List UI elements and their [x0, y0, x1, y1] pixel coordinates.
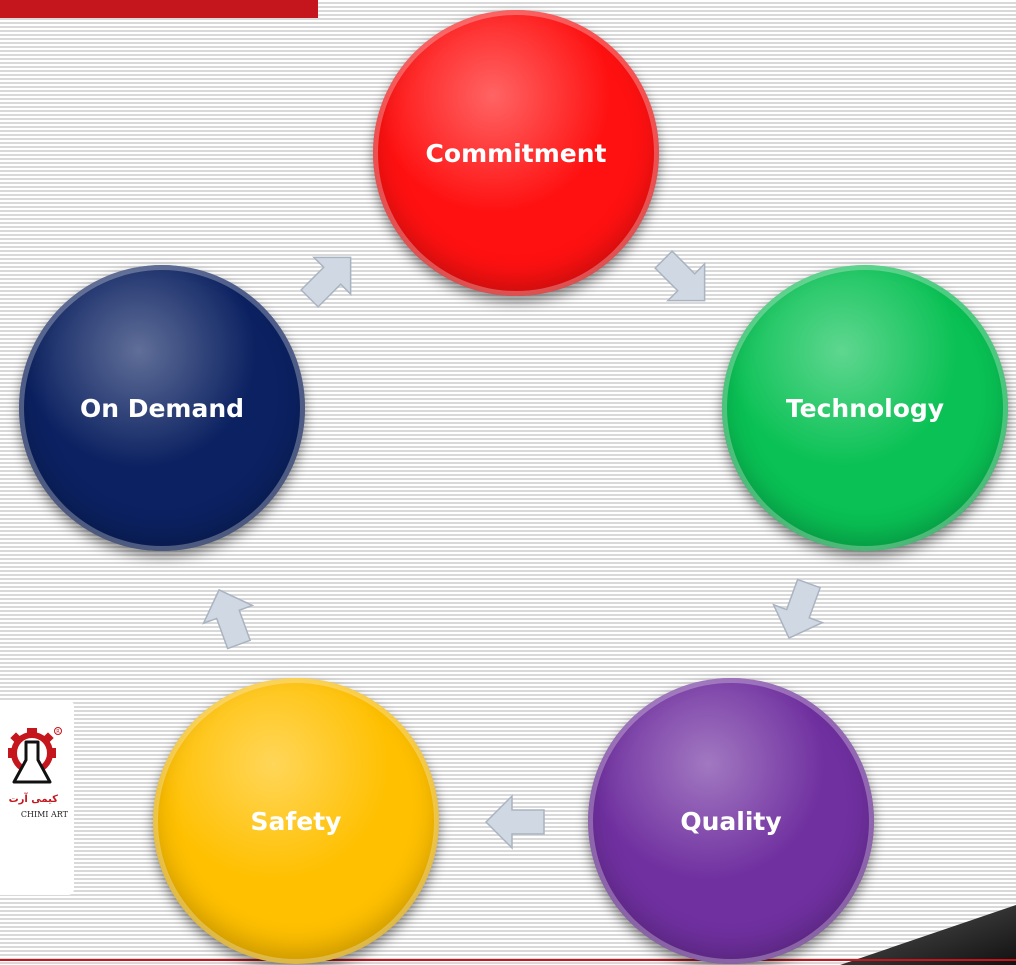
arrow-shape [202, 588, 255, 650]
arrow-quality-to-safety [484, 794, 545, 850]
company-logo: R کیمی آرت CHIMI ART [0, 700, 74, 895]
node-technology: Technology [722, 265, 1008, 551]
top-accent-bar [0, 0, 318, 18]
arrow-shape [484, 794, 545, 850]
bottom-accent-line [0, 959, 1016, 961]
arrow-shape [300, 256, 352, 308]
node-quality-label: Quality [680, 806, 782, 836]
node-ondemand-label: On Demand [79, 393, 245, 423]
arrow-ondemand-to-commitment [300, 256, 352, 308]
node-commitment: Commitment [373, 10, 659, 296]
arrow-commitment-to-technology [654, 250, 706, 302]
arrow-safety-to-ondemand [202, 588, 255, 650]
arrow-shape [654, 250, 706, 302]
node-quality: Quality [588, 678, 874, 964]
arrow-shape [772, 578, 825, 640]
svg-text:R: R [56, 729, 60, 735]
node-safety: Safety [153, 678, 439, 964]
gear-flask-icon: R [8, 727, 62, 784]
node-ondemand: On Demand [19, 265, 305, 551]
node-safety-label: Safety [250, 806, 342, 836]
node-technology-label: Technology [785, 393, 945, 423]
logo-text-fa: کیمی آرت [8, 794, 58, 805]
logo-text-en: CHIMI ART [20, 810, 68, 819]
node-commitment-label: Commitment [425, 138, 607, 168]
arrow-technology-to-quality [772, 578, 825, 640]
